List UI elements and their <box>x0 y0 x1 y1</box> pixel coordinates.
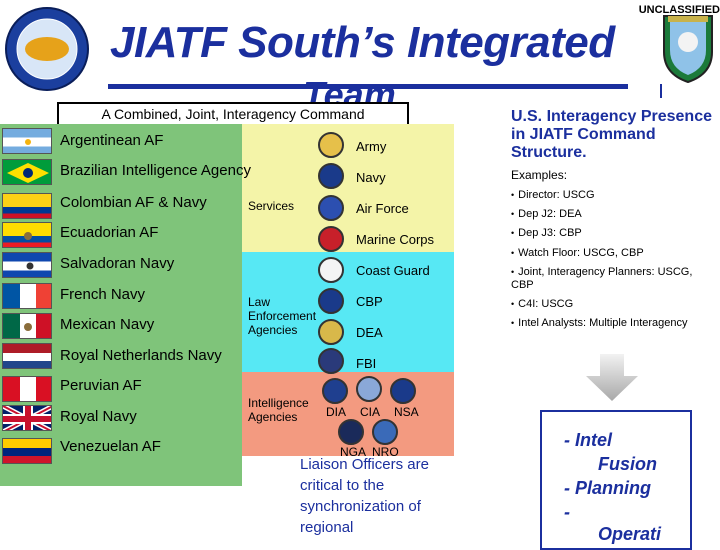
partner-label: Brazilian Intelligence Agency <box>60 162 251 179</box>
example-item: •Dep J3: CBP <box>511 227 582 239</box>
partner-label: Argentinean AF <box>60 132 164 149</box>
subtitle: A Combined, Joint, Interagency Command <box>57 102 409 126</box>
example-item: •Intel Analysts: Multiple Interagency <box>511 317 688 329</box>
title-rule-tick <box>660 84 662 98</box>
agency-label: CBP <box>356 294 383 309</box>
argentina-flag-icon <box>2 128 52 154</box>
partner-label: Salvadoran Navy <box>60 255 175 272</box>
page-title: JIATF South’s Integrated <box>110 18 615 67</box>
nro-seal-icon <box>372 419 398 445</box>
law-enforcement-panel <box>242 252 454 372</box>
army-seal-icon <box>318 132 344 158</box>
classification-label: UNCLASSIFIED <box>638 4 720 16</box>
cbp-seal-icon <box>318 288 344 314</box>
colombia-flag-icon <box>2 193 52 219</box>
netherlands-flag-icon <box>2 343 52 369</box>
law-enforcement-group-label: Law Enforcement Agencies <box>248 295 317 337</box>
el-salvador-flag-icon <box>2 252 52 278</box>
agency-label: NRO <box>372 445 399 459</box>
examples-label: Examples: <box>511 168 568 182</box>
service-label: Air Force <box>356 201 409 216</box>
fusion-line: - Planning <box>564 478 651 498</box>
southcom-seal-icon <box>662 12 714 84</box>
example-item: •Watch Floor: USCG, CBP <box>511 247 644 259</box>
brazil-flag-icon <box>2 159 52 185</box>
services-group-label: Services <box>248 199 295 213</box>
example-item: •Dep J2: DEA <box>511 208 582 220</box>
cia-seal-icon <box>356 376 382 402</box>
agency-label: CIA <box>360 405 381 419</box>
fusion-line: Operati <box>598 524 662 544</box>
service-label: Navy <box>356 170 386 185</box>
partner-label: Royal Navy <box>60 408 137 425</box>
agency-label: FBI <box>356 356 377 371</box>
agency-label: NGA <box>340 445 367 459</box>
partner-label: Colombian AF & Navy <box>60 194 207 211</box>
fusion-box: - Intel Fusion - Planning - Operati <box>540 410 692 550</box>
services-panel <box>242 124 454 252</box>
air-force-seal-icon <box>318 195 344 221</box>
service-label: Marine Corps <box>356 232 435 247</box>
example-item: •Joint, Interagency Planners: USCG, CBP <box>511 266 693 291</box>
intelligence-group-label: Intelligence Agencies <box>248 396 309 424</box>
agency-label: DIA <box>326 405 347 419</box>
fbi-seal-icon <box>318 348 344 374</box>
peru-flag-icon <box>2 376 52 402</box>
jiatf-seal-icon <box>4 6 90 92</box>
partner-label: Ecuadorian AF <box>60 224 159 241</box>
agency-label: NSA <box>394 405 419 419</box>
partner-label: French Navy <box>60 286 146 303</box>
title-underline <box>108 84 628 89</box>
coast-guard-seal-icon <box>318 257 344 283</box>
fusion-line: - Intel <box>564 430 612 450</box>
dia-seal-icon <box>322 378 348 404</box>
uk-flag-icon <box>2 405 52 431</box>
partner-label: Peruvian AF <box>60 377 142 394</box>
marine-corps-seal-icon <box>318 226 344 252</box>
partner-label: Royal Netherlands Navy <box>60 347 222 364</box>
mexico-flag-icon <box>2 313 52 339</box>
agency-label: DEA <box>356 325 383 340</box>
down-arrow-icon <box>584 354 640 402</box>
dea-seal-icon <box>318 319 344 345</box>
interagency-heading: U.S. Interagency Presence in JIATF Comma… <box>511 108 712 161</box>
example-item: •Director: USCG <box>511 189 595 201</box>
nga-seal-icon <box>338 419 364 445</box>
partner-label: Venezuelan AF <box>60 438 161 455</box>
venezuela-flag-icon <box>2 438 52 464</box>
liaison-note: Liaison Officers are critical to the syn… <box>300 456 429 536</box>
service-label: Coast Guard <box>356 263 430 278</box>
fusion-line: Fusion <box>598 454 657 474</box>
example-item: •C4I: USCG <box>511 298 574 310</box>
france-flag-icon <box>2 283 52 309</box>
partner-label: Mexican Navy <box>60 316 155 333</box>
fusion-line: - <box>564 502 570 522</box>
navy-seal-icon <box>318 163 344 189</box>
ecuador-flag-icon <box>2 222 52 248</box>
service-label: Army <box>356 139 387 154</box>
nsa-seal-icon <box>390 378 416 404</box>
